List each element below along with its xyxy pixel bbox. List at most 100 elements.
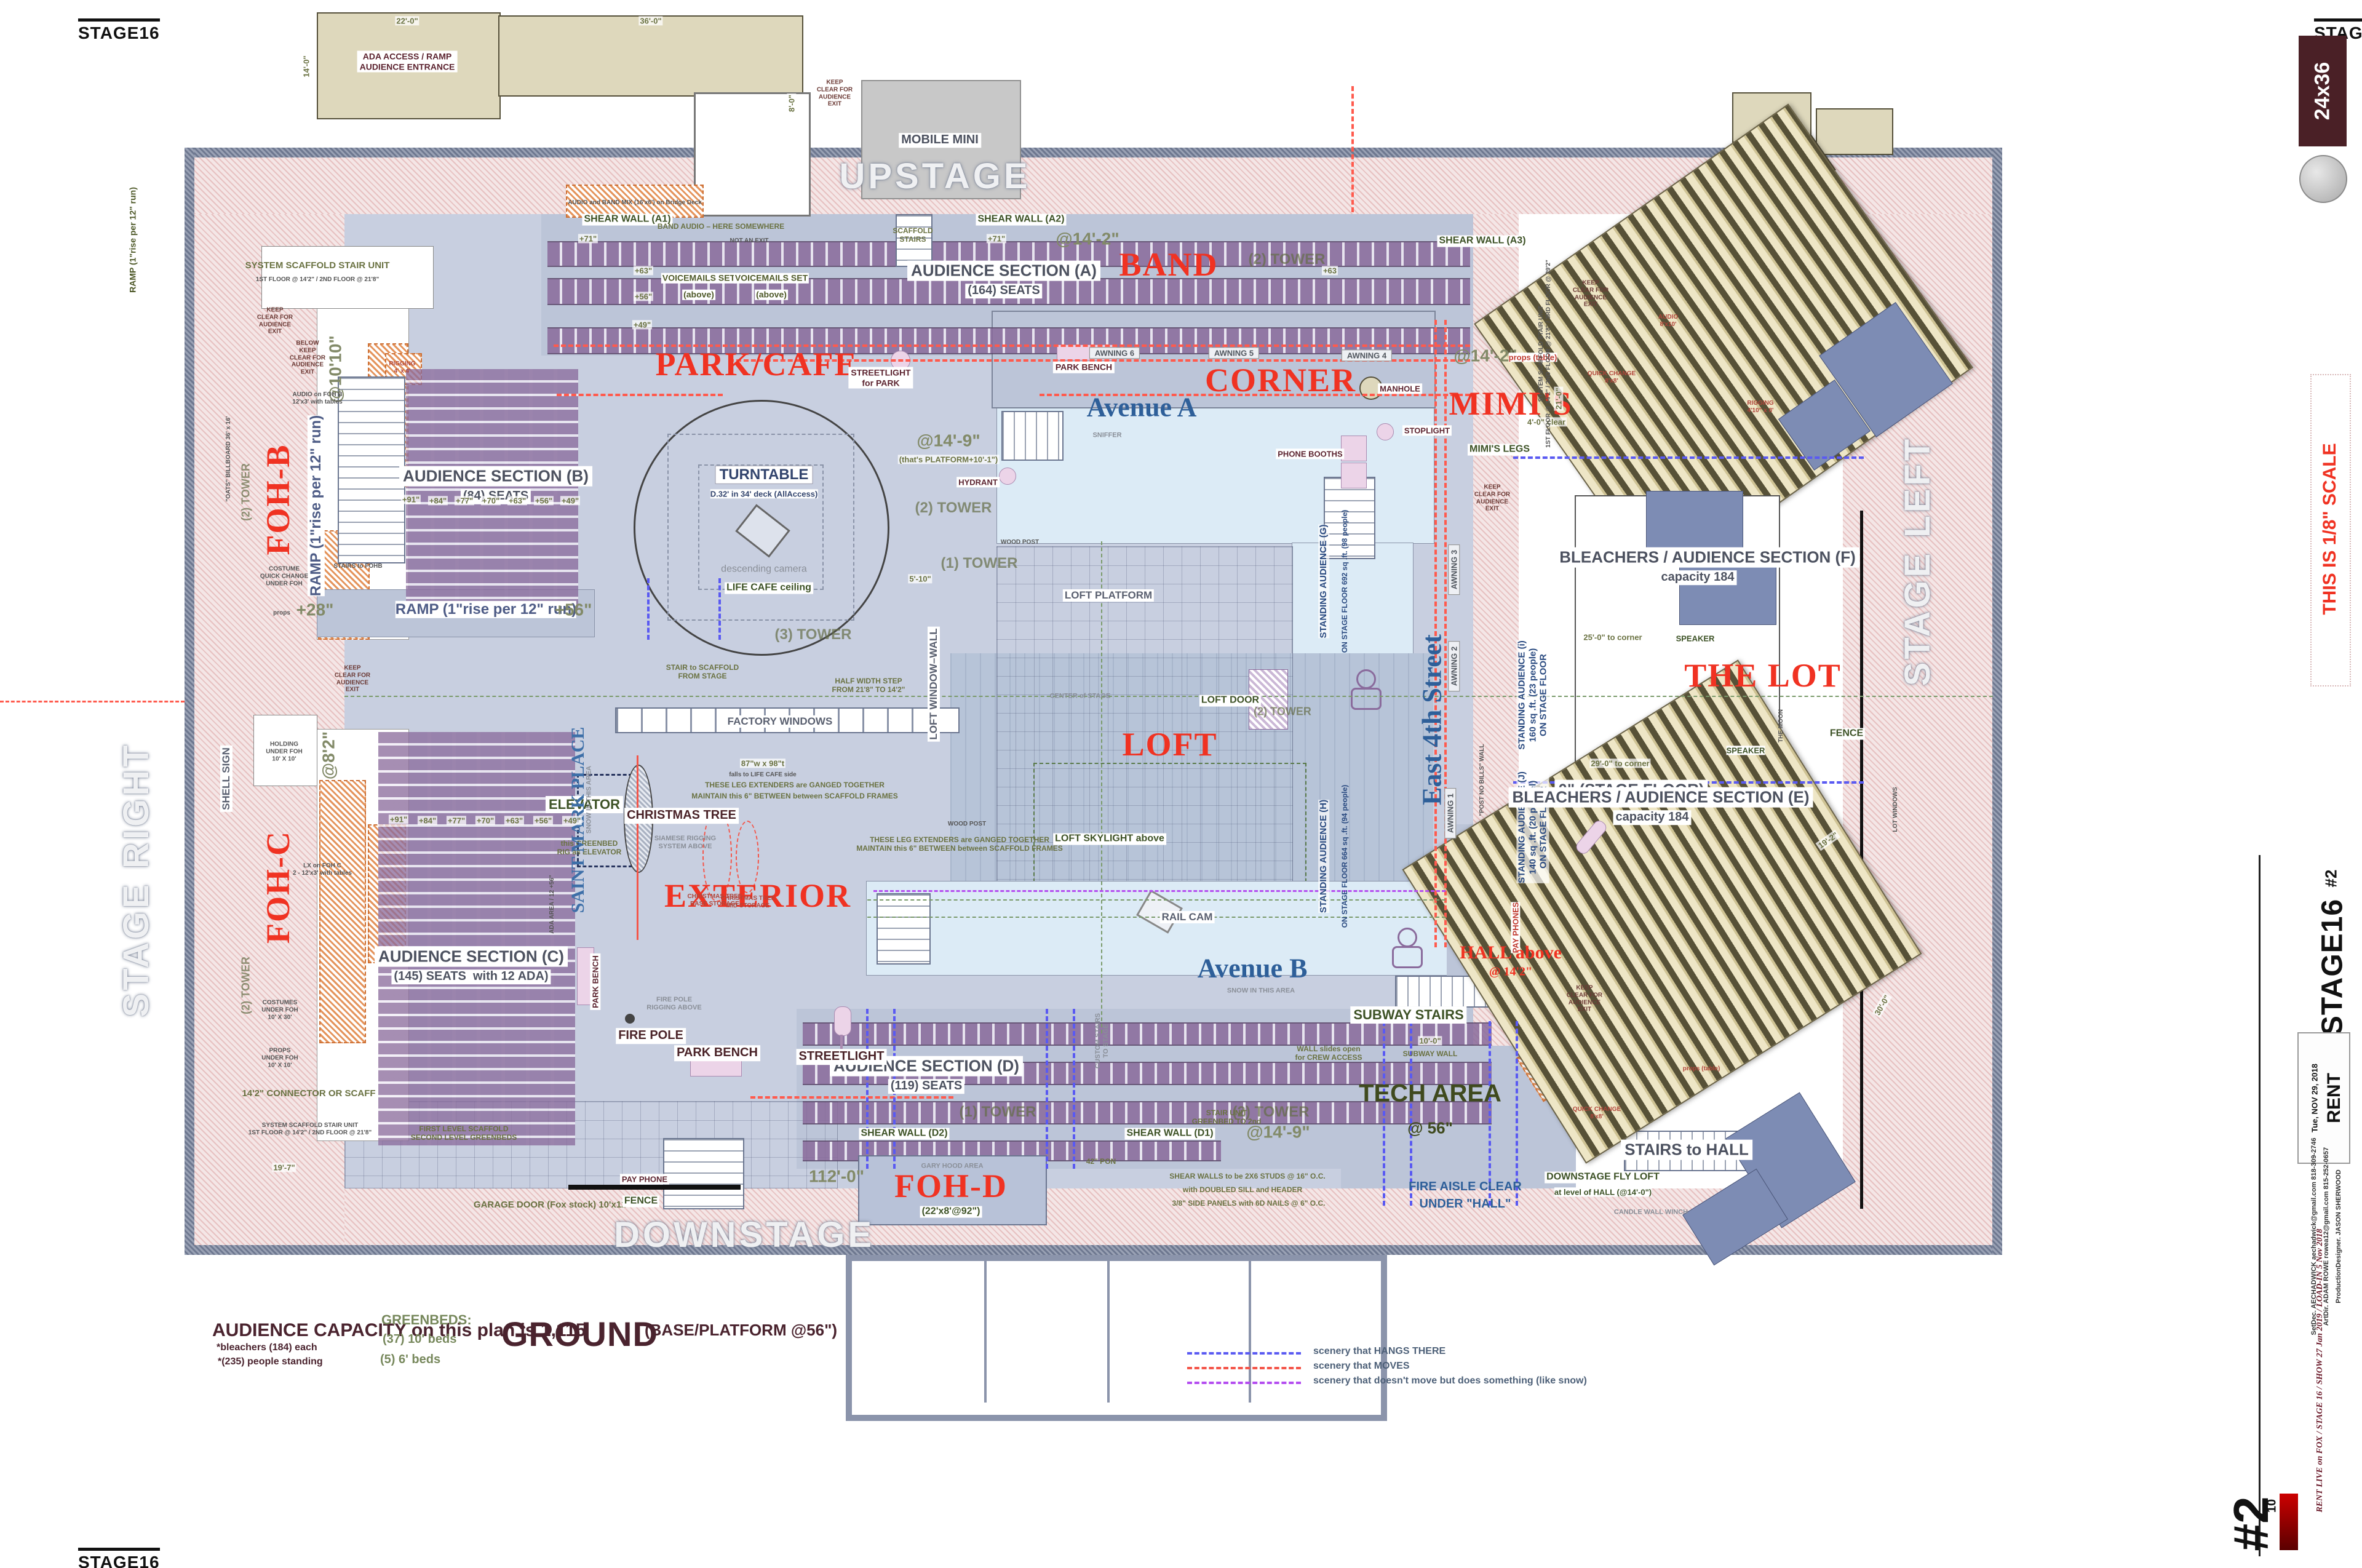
- lot-panel-1: [1646, 491, 1743, 557]
- plan-title: GROUND: [501, 1315, 658, 1353]
- entrance-building: [498, 15, 803, 97]
- plan-label-119: SUBWAY WALL: [1402, 1049, 1458, 1058]
- plan-label-47: (2) TOWER: [915, 499, 992, 516]
- plan-label-64: LOFT DOOR: [1199, 694, 1262, 707]
- plan-label-77: 21'-0": [1554, 386, 1564, 411]
- titleblock-rule: [2259, 855, 2261, 1556]
- plan-label-9: AUDIO and BAND MIX (16'x6') on Bridge De…: [568, 199, 702, 207]
- plan-label-137: 3/8" SIDE PANELS with 6D NAILS @ 6" O.C.: [1172, 1198, 1326, 1208]
- fence-segment: [568, 1185, 741, 1190]
- hang-line-b2: [718, 578, 721, 640]
- east-4th-line-2: [1444, 320, 1447, 947]
- plan-label-171: AUDIO on FOH B 12'x3' with tables: [292, 391, 343, 405]
- wall-west: [185, 148, 194, 1255]
- audience-d-row-1: [803, 1022, 1492, 1046]
- hydrant-icon: [999, 468, 1016, 485]
- holding-under-foh-box: [253, 715, 317, 786]
- hang-line-d4: [1073, 1009, 1075, 1169]
- plan-label-211: SNOW IN THIS AREA: [585, 765, 593, 834]
- plan-label-148: (145) SEATS with 12 ADA): [391, 969, 551, 984]
- plan-label-168: 1ST FLOOR @ 14'2" / 2ND FLOOR @ 21'8": [255, 276, 380, 284]
- plan-label-112: SUBWAY STAIRS: [1350, 1006, 1467, 1024]
- plan-label-34: AWNING 5: [1208, 347, 1260, 359]
- plan-label-144: SYSTEM SCAFFOLD STAIR UNIT 1ST FLOOR @ 1…: [248, 1122, 372, 1136]
- plan-label-90: THE MOON: [1778, 709, 1785, 742]
- plan-label-75: MIMI'S LEGS: [1467, 444, 1532, 456]
- plan-label-38: MIMI'S: [1449, 385, 1573, 422]
- streetlight-pole: [840, 1035, 843, 1056]
- plan-label-12: SHEAR WALL (A3): [1437, 235, 1528, 247]
- plan-label-86: capacity 184: [1658, 570, 1737, 585]
- plan-label-45: (that's PLATFORM+10'-1"): [897, 455, 1000, 464]
- audience-a-row-3: [547, 327, 1470, 354]
- plan-label-26: +63": [633, 266, 654, 276]
- plan-label-42: SNIFFER: [1092, 431, 1122, 439]
- plan-label-122: AUDIENCE SECTION (D): [830, 1056, 1023, 1077]
- plan-label-40: STOPLIGHT: [1402, 425, 1452, 436]
- show-title-box: RENT Tue, NOV 29, 2018: [2297, 1032, 2350, 1164]
- plan-label-175: RAMP (1"rise per 12" run): [307, 415, 325, 597]
- phone-booth-icon-1: [1341, 436, 1367, 461]
- scenery-moves-line-5: [750, 1096, 953, 1099]
- plan-label-123: (119) SEATS: [888, 1079, 965, 1094]
- plan-label-126: @14'-9": [1246, 1122, 1310, 1142]
- figure-icon-1-body: [1351, 688, 1382, 710]
- plan-label-51: LOFT PLATFORM: [1062, 589, 1155, 602]
- sheet-tag-small: #2: [2321, 869, 2340, 888]
- plan-label-33: AWNING 6: [1089, 347, 1140, 359]
- greenbeds-10ft: (37) 10' beds: [383, 1332, 457, 1346]
- plan-label-142: PAY PHONE: [619, 1174, 670, 1185]
- plan-label-205: THESE LEG EXTENDERS are GANGED TOGETHER …: [856, 835, 1063, 853]
- plan-label-215: STAGE LEFT: [1897, 436, 1938, 686]
- plan-label-158: LX on FOH C 2 - 12'x3' with tables: [293, 862, 352, 877]
- plan-label-35: AWNING 4: [1341, 349, 1393, 362]
- plan-label-207: FIRE POLE RIGGING ABOVE: [646, 996, 702, 1011]
- plan-label-11: SHEAR WALL (A2): [976, 213, 1067, 226]
- plan-label-36: CORNER: [1204, 362, 1357, 399]
- plan-label-187: +56": [533, 496, 554, 506]
- plan-label-202: falls to LIFE CAFE side: [729, 771, 797, 779]
- stairs-to-foh-b: [338, 376, 405, 563]
- plan-label-54: descending camera: [721, 563, 807, 575]
- plan-label-70: "POST NO BILLS" WALL: [1479, 744, 1486, 816]
- plan-label-198: EXTERIOR: [664, 877, 852, 914]
- plan-label-161: SHELL SIGN: [220, 746, 233, 812]
- plan-label-80: SYSTEM SCAFFOLD STAIR UNIT 1ST FLOOR @ 1…: [1538, 260, 1552, 448]
- fire-pole-icon: [625, 1014, 635, 1024]
- plan-label-200: CHRISTMAS TREE MID STORAGE: [720, 895, 776, 909]
- loft-scaffold-grid: [996, 546, 1293, 889]
- centerline-left: [0, 701, 185, 702]
- plan-label-191: +77": [446, 816, 467, 826]
- plan-label-73: STANDING AUDIENCE (H): [1318, 799, 1329, 913]
- plan-label-204: MAINTAIN this 6" BETWEEN between SCAFFOL…: [691, 791, 898, 800]
- plan-label-208: FIRE POLE: [616, 1028, 686, 1044]
- plan-label-23: (above): [682, 289, 715, 300]
- plan-label-28: +56": [633, 292, 654, 301]
- plan-label-25: (above): [755, 289, 788, 300]
- plan-label-181: props: [273, 610, 290, 617]
- plan-label-164: "OATS" BILLBOARD 36' x 16': [225, 416, 233, 502]
- figure-icon-2-head: [1398, 928, 1417, 947]
- plan-label-189: +91": [388, 814, 409, 824]
- plan-label-83: RIGGING 4'10" x 8': [1747, 400, 1774, 414]
- plan-label-13: BAND AUDIO – HERE SOMEWHERE: [657, 221, 785, 231]
- plan-label-145: FIRST LEVEL SCAFFOLD SECOND LEVEL GREENB…: [410, 1124, 517, 1142]
- plan-label-140: GARAGE DOOR (Fox stock) 10'x12': [473, 1200, 629, 1211]
- plan-label-57: FACTORY WINDOWS: [725, 715, 835, 728]
- plan-label-179: STAIRS to FOHB: [333, 563, 383, 570]
- plan-label-63: LOFT SKYLIGHT above: [1053, 833, 1166, 845]
- hang-line-b1: [647, 578, 650, 640]
- turntable-deck-outer: [667, 434, 854, 621]
- plan-label-169: BELOW KEEP CLEAR FOR AUDIENCE EXIT: [289, 340, 326, 376]
- hang-line-t4: [1516, 1021, 1518, 1206]
- plan-label-186: +63": [507, 496, 528, 506]
- plan-label-103: STAIRS to HALL: [1621, 1139, 1752, 1160]
- plan-label-7: NOT AN EXIT: [730, 237, 769, 245]
- sheet-label-top-left: STAGE16: [78, 18, 160, 43]
- plan-label-19: (164) SEATS: [965, 284, 1043, 298]
- plan-label-135: SHEAR WALLS to be 2X6 STUDS @ 16" O.C.: [1169, 1171, 1326, 1180]
- capacity-total: AUDIENCE CAPACITY on this plan is 1,115: [212, 1320, 586, 1340]
- plan-label-163: (2) TOWER: [239, 463, 252, 521]
- plan-label-134: (22'x8'@92"): [920, 1206, 982, 1218]
